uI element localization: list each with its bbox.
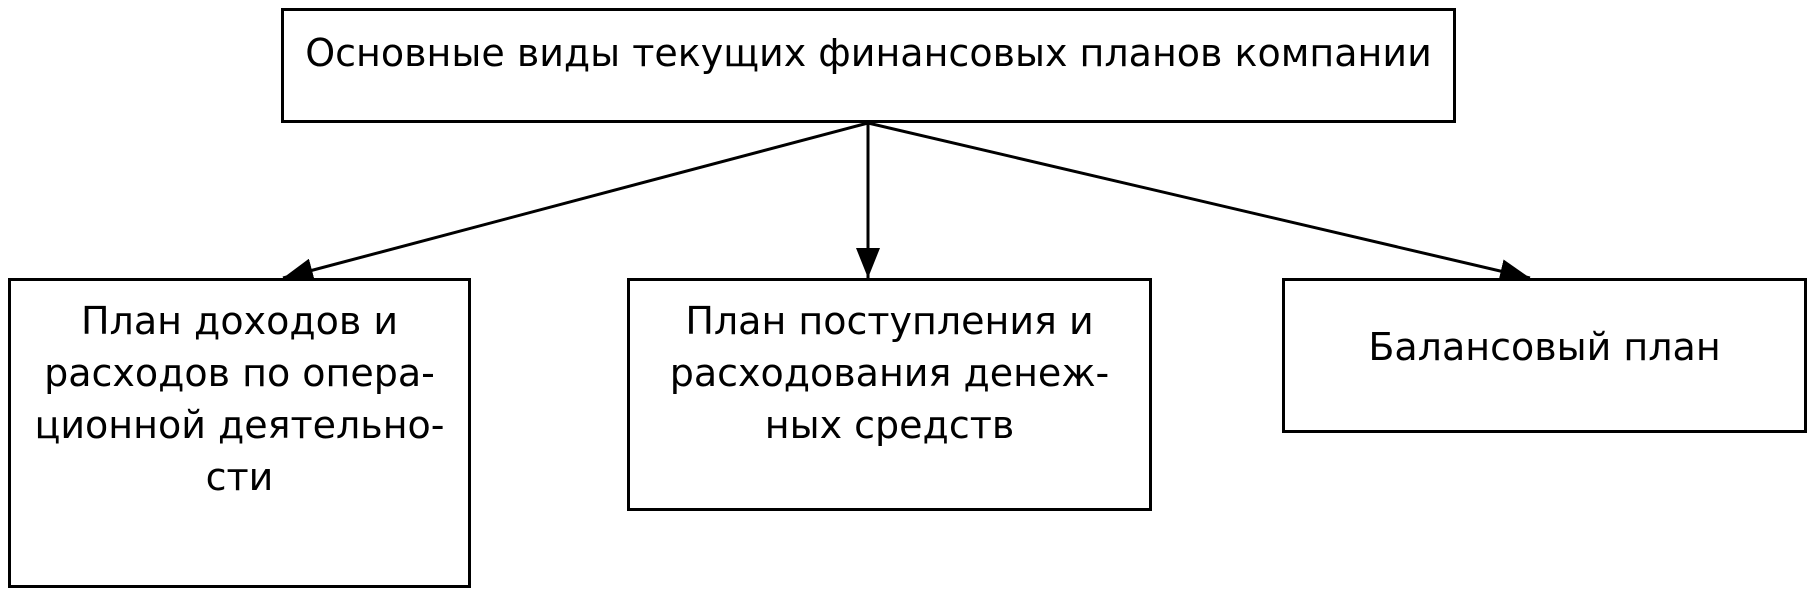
- node-label-line: сти: [205, 455, 274, 499]
- node-label-line: ционной деятельно-: [34, 403, 445, 447]
- node-label-line: ных средств: [764, 403, 1015, 447]
- cash-flow-plan-box: План поступления и расходования денеж- н…: [627, 278, 1152, 511]
- income-expense-plan-box: План доходов и расходов по опера- ционно…: [8, 278, 471, 588]
- node-label-line: План поступления и: [685, 299, 1094, 343]
- balance-plan-box: Балансовый план: [1282, 278, 1807, 433]
- arrow-to-balance-plan: [867, 121, 1531, 283]
- root-node-box: Основные виды текущих финансовых планов …: [281, 8, 1456, 123]
- root-node-title: Основные виды текущих финансовых планов …: [305, 31, 1432, 75]
- node-label-line: План доходов и: [80, 299, 399, 343]
- node-label-line: расходов по опера-: [44, 351, 435, 395]
- arrow-to-income-expense-plan: [282, 121, 869, 282]
- node-label-line: Балансовый план: [1368, 325, 1721, 369]
- node-label-line: расходования денеж-: [669, 351, 1110, 395]
